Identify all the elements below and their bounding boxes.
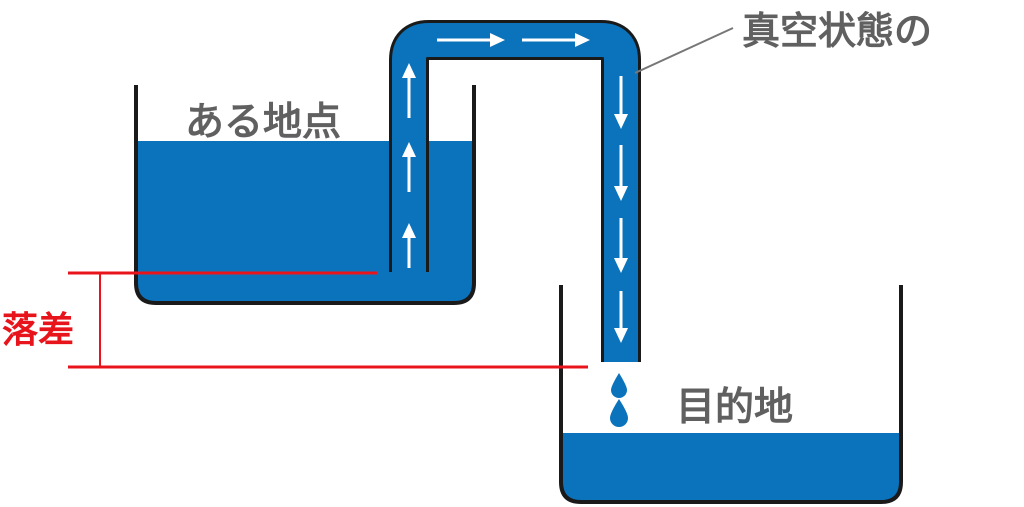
destination-tank-outline — [559, 285, 903, 504]
vacuum-leader-line — [634, 27, 734, 74]
arrow-up-3 — [402, 63, 416, 118]
source-tank-outline — [134, 85, 476, 305]
drop-1 — [611, 373, 627, 398]
arrow-down-2 — [614, 145, 628, 201]
drop-2 — [610, 399, 628, 427]
arrow-right-1 — [437, 33, 505, 47]
flow-arrows — [402, 33, 628, 343]
destination-label: 目的地 — [676, 385, 794, 430]
arrow-down-1 — [614, 76, 628, 129]
destination-water — [561, 433, 901, 502]
tube-water — [392, 23, 638, 365]
arrow-down-3 — [614, 218, 628, 273]
destination-tank — [559, 285, 903, 504]
siphon-tube — [389, 20, 641, 367]
arrow-up-2 — [402, 142, 416, 192]
arrow-right-2 — [522, 33, 590, 47]
head-difference-indicator — [68, 271, 588, 369]
source-label: ある地点 — [185, 100, 342, 145]
water-drops — [610, 373, 628, 427]
vacuum-label: 真空状態の — [742, 9, 933, 53]
head-difference-label: 落差 — [2, 310, 75, 351]
arrow-up-1 — [402, 223, 416, 268]
arrow-down-4 — [614, 291, 628, 343]
